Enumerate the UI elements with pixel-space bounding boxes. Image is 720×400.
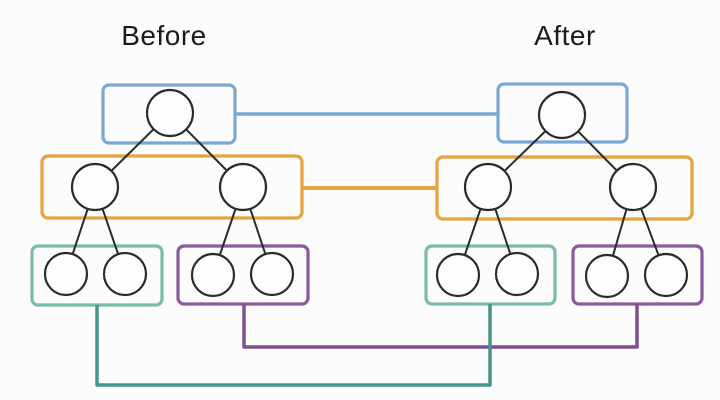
tree-node	[190, 252, 236, 298]
tree-node	[70, 162, 120, 212]
tree-node	[102, 251, 148, 297]
tree-node	[643, 252, 689, 298]
tree-node	[537, 90, 587, 140]
tree-node	[435, 252, 481, 298]
after-title: After	[534, 20, 596, 51]
tree-node	[494, 251, 540, 297]
tree-node	[145, 88, 195, 138]
tree-node	[584, 253, 630, 299]
teal-boxes-link	[95, 304, 492, 387]
tree-node	[608, 162, 658, 212]
purple-boxes-link	[242, 304, 639, 349]
tree-node	[463, 162, 513, 212]
tree-node	[218, 162, 268, 212]
tree-node	[43, 251, 89, 297]
before-title: Before	[121, 20, 207, 51]
tree-node	[249, 251, 295, 297]
